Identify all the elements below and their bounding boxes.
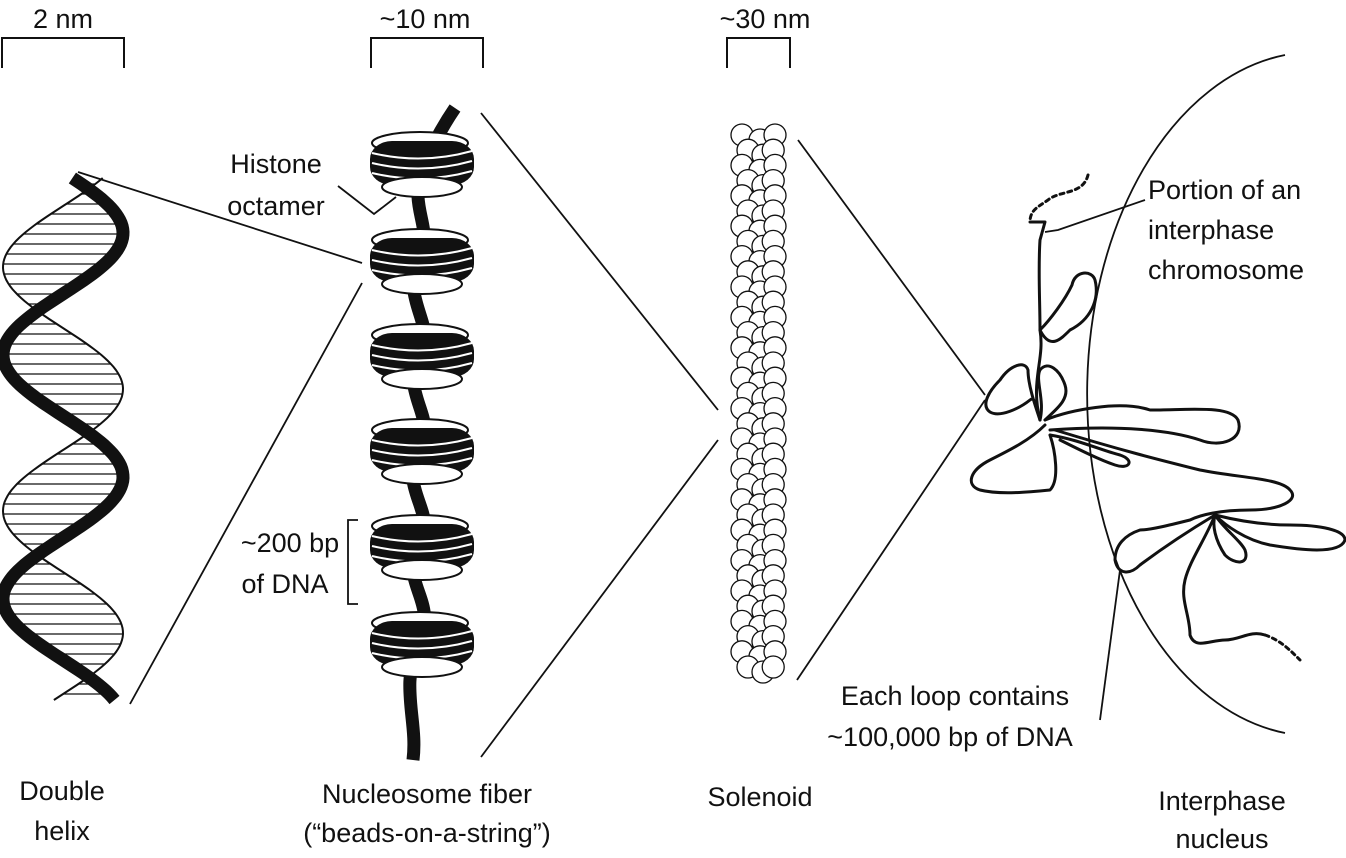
interphase-nucleus: Portion of an interphase chromosome Each… [827,54,1346,752]
double-helix [0,172,130,705]
scale-bar-nucleosome: ~10 nm [370,4,484,68]
dna-200bp-annotation: ~200 bp of DNA [241,519,358,605]
dna-bp-label-line1: ~200 bp [241,528,339,558]
solenoid-nucleosome [761,655,785,679]
caption-solenoid: Solenoid [707,782,812,812]
zoom-lines-helix [77,171,363,705]
chromosome-label-line3: chromosome [1148,255,1304,285]
nucleus-envelope [1086,54,1286,734]
zoom-lines-nucleosome [480,112,719,758]
caption-helix-line2: helix [34,816,90,846]
nucleosome-bead [370,323,474,390]
loop-leader-line [1099,569,1121,721]
caption-helix-line1: Double [19,776,105,806]
scale-bar-solenoid: ~30 nm [720,4,811,68]
solenoid-fiber [730,123,787,684]
scale-label-solenoid: ~30 nm [720,4,811,34]
chromosome-leader-line [1044,199,1146,233]
histone-label-line2: octamer [227,191,325,221]
dna-bp-label-line2: of DNA [241,569,328,599]
caption-nucleosome-line2: (“beads-on-a-string”) [303,818,551,848]
histone-octamer-annotation: Histone octamer [227,149,397,221]
loop-label-line2: ~100,000 bp of DNA [827,722,1072,752]
helix-front-strand [0,172,130,705]
nucleosome-bead [370,514,474,581]
helix-back-strand [1,177,125,701]
histone-label-line1: Histone [230,149,322,179]
caption-nucleus-line2: nucleus [1175,824,1268,854]
loop-label-line1: Each loop contains [841,681,1069,711]
dna-bp-bracket [347,519,358,605]
scale-bar-helix: 2 nm [1,4,125,68]
chromosome-label-line2: interphase [1148,215,1274,245]
nucleosome-bead [370,611,474,678]
chromosome-label-line1: Portion of an [1148,175,1301,205]
nucleosome-bead [370,418,474,485]
caption-nucleosome-line1: Nucleosome fiber [322,779,532,809]
scale-label-nucleosome: ~10 nm [380,4,471,34]
captions: Double helix Nucleosome fiber (“beads-on… [19,776,1286,854]
nucleosome-beads [370,131,474,678]
zoom-lines-solenoid [796,139,986,681]
interphase-chromosome [969,173,1346,662]
nucleosome-fiber [370,104,474,761]
caption-nucleus-line1: Interphase [1158,786,1286,816]
scale-label-helix: 2 nm [33,4,93,34]
nucleosome-bead [370,131,474,198]
nucleosome-bead [370,228,474,295]
